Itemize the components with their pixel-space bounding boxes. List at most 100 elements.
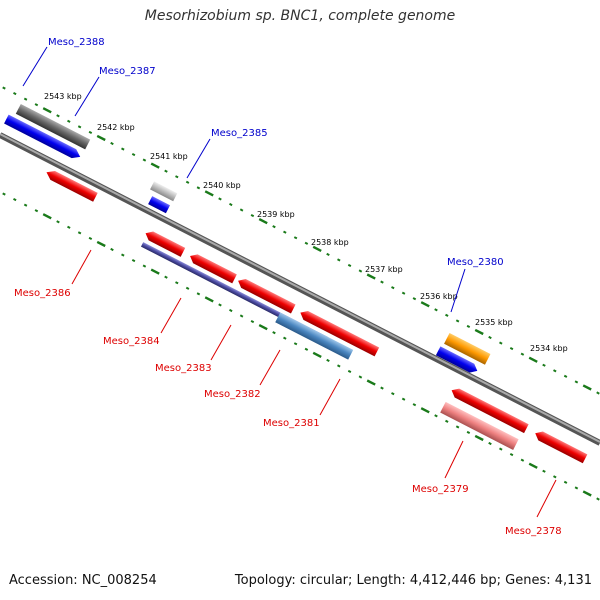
minor-tick [326, 358, 330, 362]
gene-meso-2387[interactable] [4, 114, 82, 162]
gene-feature[interactable] [435, 346, 480, 375]
label-leader [259, 349, 281, 386]
label-leader [444, 440, 464, 479]
gene-label-meso-2384[interactable]: Meso_2384 [103, 336, 160, 347]
gene-label-meso-2383[interactable]: Meso_2383 [155, 363, 212, 374]
gene-label-meso-2379[interactable]: Meso_2379 [412, 484, 469, 495]
minor-tick [466, 430, 471, 434]
minor-tick [304, 347, 309, 351]
label-leader [319, 378, 341, 416]
minor-tick [67, 119, 71, 123]
minor-tick [347, 263, 352, 267]
gene-feature[interactable] [449, 386, 529, 434]
gene-label-meso-2381[interactable]: Meso_2381 [263, 418, 320, 429]
minor-tick [121, 147, 125, 151]
minor-tick [347, 369, 352, 373]
minor-tick [131, 259, 136, 263]
minor-tick [77, 231, 82, 235]
gene-meso-2378[interactable] [533, 429, 588, 464]
gene-feature[interactable] [298, 308, 380, 357]
gene-label-meso-2385[interactable]: Meso_2385 [211, 128, 268, 139]
gene-feature[interactable] [148, 196, 171, 214]
minor-tick [13, 198, 17, 202]
gene-label-meso-2382[interactable]: Meso_2382 [204, 389, 261, 400]
gene-meso-2385[interactable] [150, 181, 178, 202]
major-tick [258, 218, 268, 225]
minor-tick [56, 114, 60, 118]
minor-tick [445, 313, 449, 317]
minor-tick [34, 209, 39, 213]
minor-tick [542, 363, 546, 367]
label-leader [74, 76, 100, 117]
minor-tick [434, 308, 438, 312]
minor-tick [196, 186, 201, 190]
gene-meso-2386[interactable] [44, 168, 98, 202]
minor-tick [250, 320, 255, 324]
kbp-label: 2540 kbp [203, 181, 241, 190]
kbp-label: 2541 kbp [150, 152, 188, 161]
gene-meso-2384[interactable] [143, 229, 186, 257]
minor-tick [250, 214, 255, 218]
minor-tick [391, 392, 395, 396]
minor-tick [23, 203, 28, 207]
gene-label-meso-2380[interactable]: Meso_2380 [447, 257, 504, 268]
minor-tick [509, 453, 514, 457]
minor-tick [574, 486, 579, 490]
minor-tick [175, 175, 179, 179]
minor-tick [196, 292, 201, 296]
gene-feature[interactable] [236, 276, 296, 314]
kbp-label: 2539 kbp [257, 210, 295, 219]
minor-tick [337, 258, 341, 262]
major-tick [528, 356, 538, 363]
label-leader [536, 479, 557, 518]
genome-backbone-highlight [0, 133, 600, 443]
minor-tick [56, 220, 60, 224]
gene-meso-2381[interactable] [275, 312, 354, 360]
minor-tick [412, 403, 417, 407]
major-tick [150, 268, 160, 275]
gene-label-meso-2378[interactable]: Meso_2378 [505, 526, 562, 537]
major-tick [204, 190, 214, 197]
label-leader [22, 46, 48, 87]
minor-tick [488, 441, 492, 446]
kbp-label: 2543 kbp [44, 92, 82, 101]
major-tick [204, 296, 214, 303]
major-tick [312, 245, 322, 252]
gene-feature[interactable] [188, 252, 237, 284]
minor-tick [509, 347, 514, 351]
gene-meso-2379[interactable] [440, 401, 519, 450]
minor-tick [391, 286, 395, 290]
minor-tick [283, 230, 287, 234]
label-leader [71, 249, 92, 285]
minor-tick [499, 447, 503, 451]
minor-tick [596, 391, 600, 395]
gene-meso-2380[interactable] [444, 333, 491, 365]
minor-tick [488, 335, 492, 340]
minor-tick [121, 253, 125, 257]
minor-tick [401, 291, 406, 295]
kbp-label: 2537 kbp [365, 265, 403, 274]
minor-tick [326, 252, 330, 256]
minor-tick [520, 352, 525, 356]
minor-tick [88, 130, 93, 134]
gene-label-meso-2387[interactable]: Meso_2387 [99, 66, 156, 77]
major-tick [96, 240, 106, 248]
minor-tick [553, 369, 557, 373]
minor-tick [596, 497, 600, 501]
label-leader [160, 297, 182, 334]
topology-text: Topology: circular; Length: 4,412,446 bp… [234, 573, 592, 588]
accession-text: Accession: NC_008254 [9, 573, 157, 588]
kbp-label: 2535 kbp [475, 318, 513, 327]
minor-tick [272, 225, 276, 229]
minor-tick [337, 364, 341, 368]
minor-tick [218, 303, 222, 307]
major-tick [258, 324, 268, 331]
minor-tick [110, 247, 114, 252]
gene-label-meso-2388[interactable]: Meso_2388 [48, 37, 105, 48]
minor-tick [272, 331, 276, 335]
gene-label-meso-2386[interactable]: Meso_2386 [14, 288, 71, 299]
minor-tick [77, 125, 82, 129]
gene-meso-2388[interactable] [15, 103, 91, 150]
minor-tick [2, 192, 6, 196]
